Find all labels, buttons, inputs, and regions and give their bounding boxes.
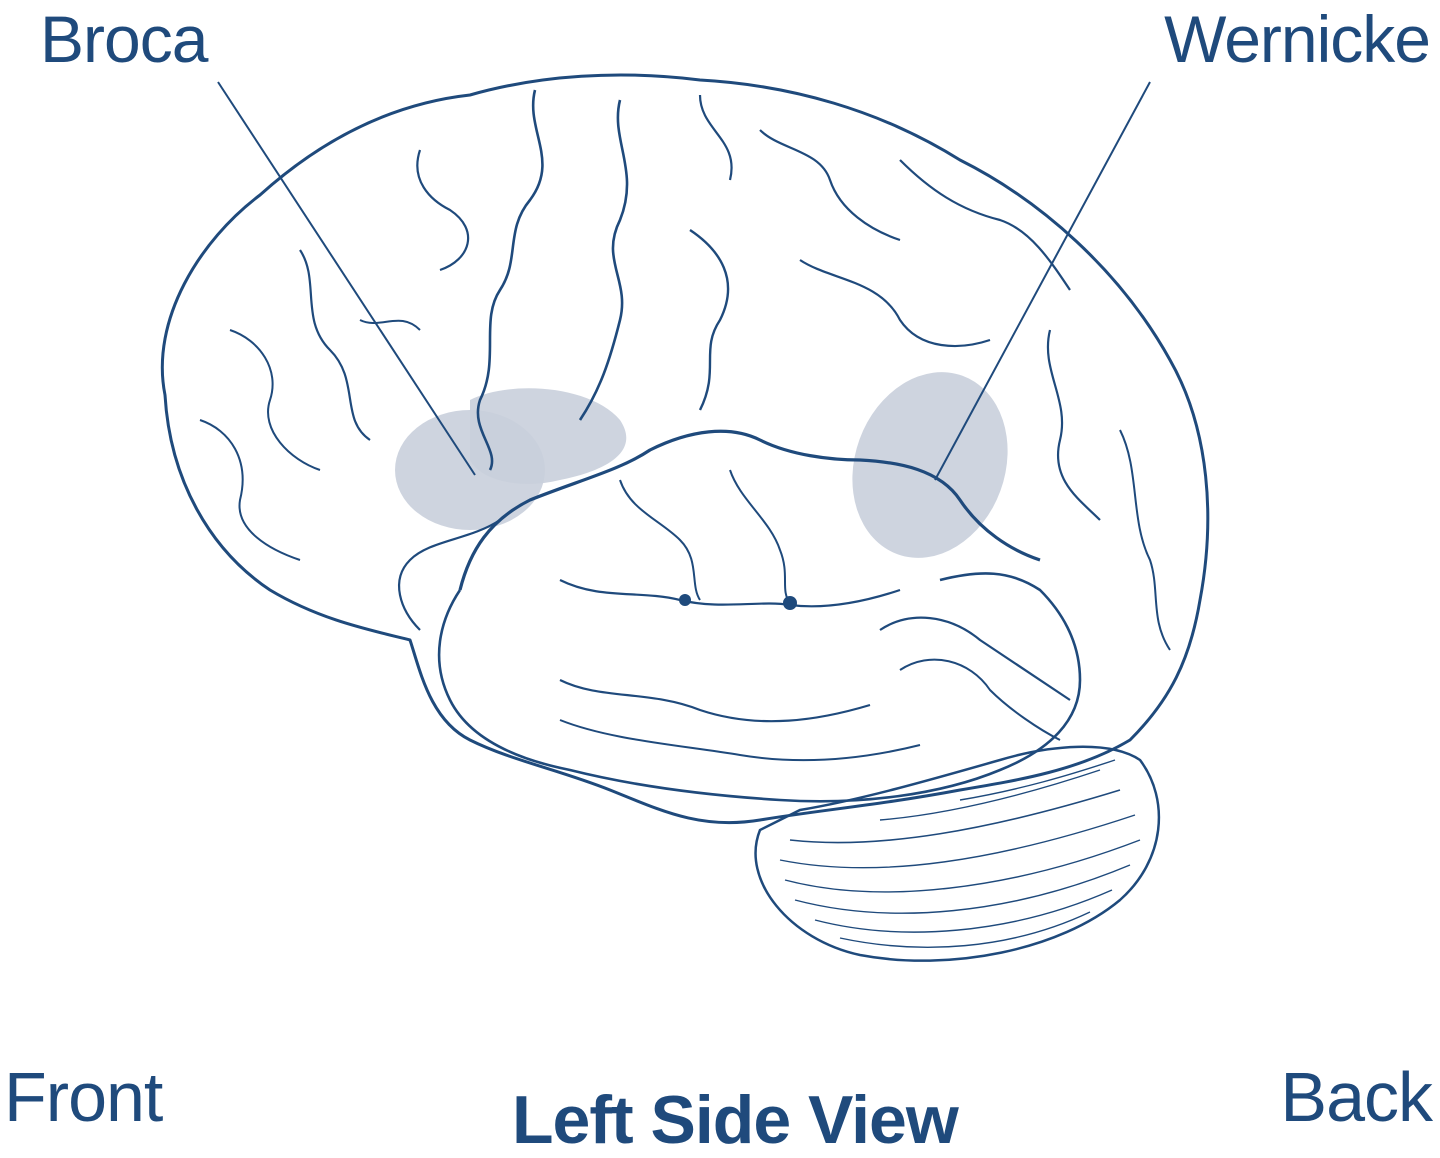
leader-lines: [217, 81, 1151, 481]
wernicke-label: Wernicke: [1164, 2, 1431, 76]
broca-leader-line: [217, 81, 476, 476]
back-label: Back: [1280, 1058, 1433, 1136]
view-title: Left Side View: [512, 1082, 959, 1158]
broca-label: Broca: [40, 2, 208, 76]
cerebrum: [160, 73, 1210, 825]
broca-area-upper: [470, 388, 627, 484]
front-label: Front: [4, 1058, 163, 1136]
wernicke-leader-line: [934, 81, 1151, 481]
